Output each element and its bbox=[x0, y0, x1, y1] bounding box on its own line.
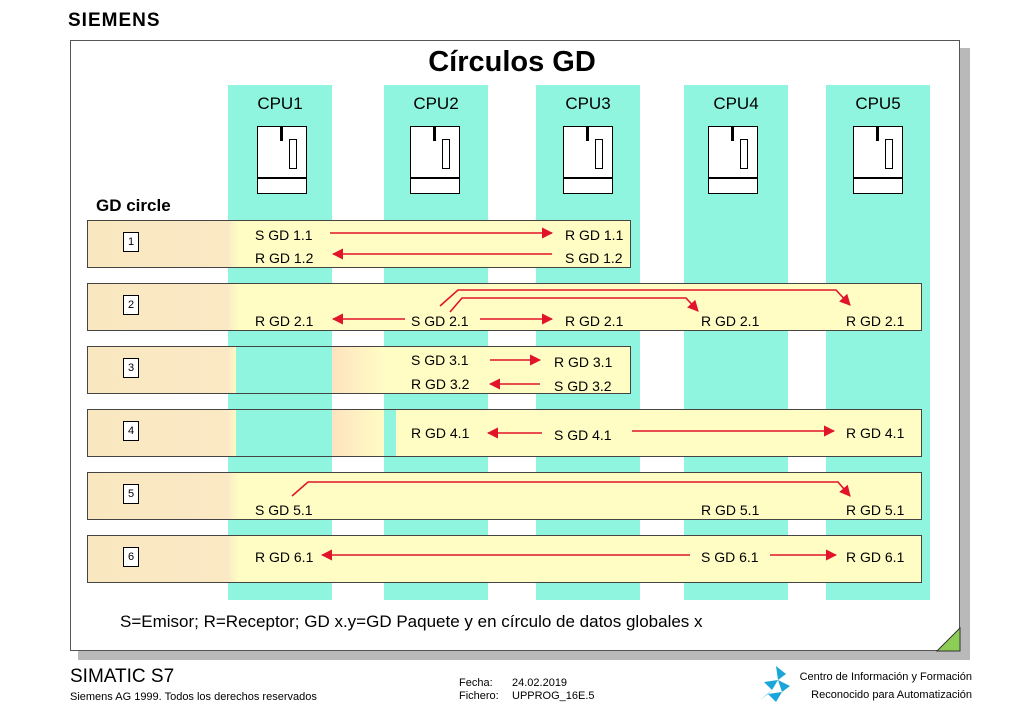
gap-shade-4 bbox=[332, 410, 384, 456]
training-center-logo-icon bbox=[760, 666, 790, 702]
gd-label: R GD 2.1 bbox=[846, 313, 905, 329]
gd-label: R GD 2.1 bbox=[565, 313, 624, 329]
cpu3-label: CPU3 bbox=[565, 94, 611, 113]
gd-label: S GD 2.1 bbox=[411, 313, 469, 329]
gd-circle-1-band bbox=[87, 220, 631, 268]
gd-circle-5-band bbox=[87, 472, 922, 520]
gd-label: R GD 3.2 bbox=[411, 376, 470, 392]
circle-number-3: 3 bbox=[123, 358, 139, 378]
gd-label: R GD 4.1 bbox=[846, 425, 905, 441]
gd-circle-header: GD circle bbox=[96, 196, 171, 215]
cpu4-label: CPU4 bbox=[713, 94, 759, 113]
fecha-label: Fecha: bbox=[459, 677, 493, 689]
gd-label: R GD 2.1 bbox=[701, 313, 760, 329]
arrow-s2.1-to-cpu4 bbox=[449, 297, 699, 313]
fichero-label: Fichero: bbox=[459, 690, 499, 702]
gd-label: S GD 1.2 bbox=[565, 250, 623, 266]
gd-label: S GD 4.1 bbox=[554, 427, 612, 443]
gd-label: R GD 5.1 bbox=[846, 502, 905, 518]
gd-label: R GD 3.1 bbox=[554, 354, 613, 370]
product-name: SIMATIC S7 bbox=[70, 666, 175, 687]
gd-label: R GD 6.1 bbox=[846, 549, 905, 565]
cpu1-column-overlay-4 bbox=[236, 410, 332, 456]
center-line-1: Centro de Información y Formación bbox=[799, 671, 972, 683]
gd-label: R GD 4.1 bbox=[411, 425, 470, 441]
copyright: Siemens AG 1999. Todos los derechos rese… bbox=[70, 691, 317, 703]
cpu2-label: CPU2 bbox=[413, 94, 459, 113]
gd-label: R GD 1.1 bbox=[565, 227, 624, 243]
arrow-s5.1-to-cpu5 bbox=[291, 481, 851, 497]
gd-label: R GD 5.1 bbox=[701, 502, 760, 518]
gd-label: S GD 5.1 bbox=[255, 502, 313, 518]
cpu2-column-overlay-4 bbox=[384, 410, 396, 456]
fecha-value: 24.02.2019 bbox=[512, 677, 568, 689]
cpu2-icon bbox=[410, 126, 460, 194]
gd-label: R GD 6.1 bbox=[255, 549, 314, 565]
gd-label: R GD 2.1 bbox=[255, 313, 314, 329]
gd-label: S GD 3.1 bbox=[411, 352, 469, 368]
cpu3-icon bbox=[563, 126, 613, 194]
cpu1-icon bbox=[257, 126, 307, 194]
cpu1-label: CPU1 bbox=[257, 94, 303, 113]
gd-circle-6-band bbox=[87, 535, 922, 583]
slide-title: Círculos GD bbox=[428, 46, 596, 78]
circle-number-5: 5 bbox=[123, 484, 139, 504]
cpu5-icon bbox=[853, 126, 903, 194]
gd-label: S GD 6.1 bbox=[701, 549, 759, 565]
circle-number-6: 6 bbox=[123, 547, 139, 567]
circle-number-4: 4 bbox=[123, 421, 139, 441]
circle-number-1: 1 bbox=[123, 232, 139, 252]
cpu4-icon bbox=[708, 126, 758, 194]
circle-number-2: 2 bbox=[123, 295, 139, 315]
cpu1-column-overlay-3 bbox=[236, 347, 332, 393]
gd-label: S GD 1.1 bbox=[255, 227, 313, 243]
gd-label: R GD 1.2 bbox=[255, 250, 314, 266]
cpu5-label: CPU5 bbox=[855, 94, 901, 113]
center-line-2: Reconocido para Automatización bbox=[811, 689, 972, 701]
gd-label: S GD 3.2 bbox=[554, 378, 612, 394]
gd-circle-2-band bbox=[87, 283, 922, 331]
legend-text: S=Emisor; R=Receptor; GD x.y=GD Paquete … bbox=[120, 612, 703, 631]
corner-fold bbox=[935, 626, 961, 652]
gap-shade-3 bbox=[332, 347, 384, 393]
arrow-s2.1-to-cpu5 bbox=[439, 289, 851, 307]
siemens-logo: SIEMENS bbox=[68, 10, 161, 31]
fichero-value: UPPROG_16E.5 bbox=[512, 690, 595, 702]
